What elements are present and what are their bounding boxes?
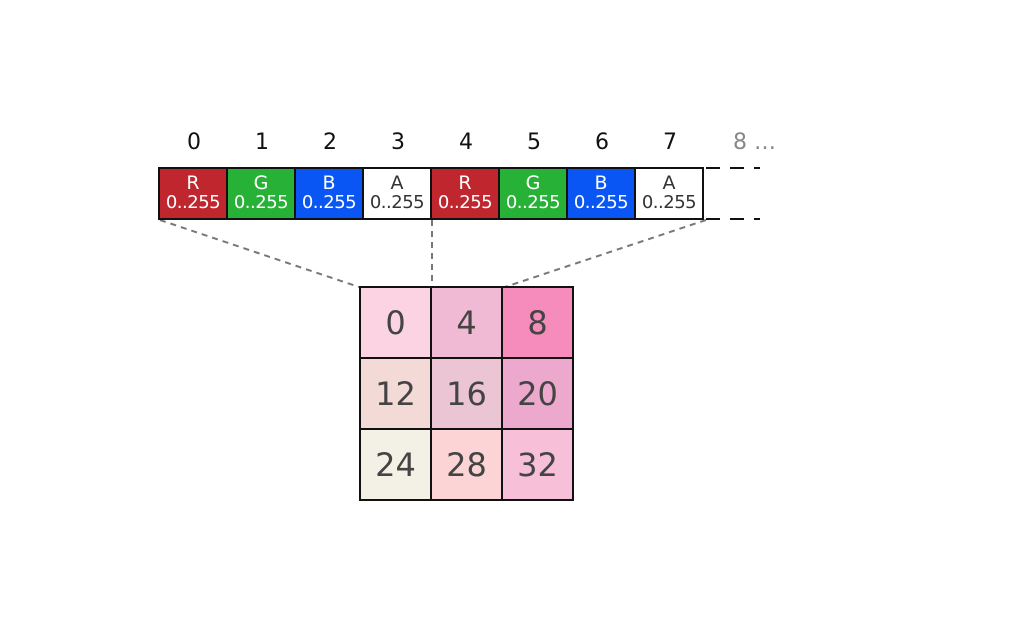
- connector-right: [504, 219, 707, 288]
- byte-index-4: 4: [459, 130, 473, 155]
- channel-label: R: [458, 172, 472, 195]
- byte-index-5: 5: [527, 130, 541, 155]
- pixel-cell-16: 16: [430, 357, 503, 430]
- channel-range: 0..255: [437, 192, 493, 214]
- channel-range: 0..255: [369, 192, 425, 214]
- channel-range: 0..255: [573, 192, 629, 214]
- pixel-cell-20: 20: [501, 357, 574, 430]
- channel-label: A: [390, 172, 404, 195]
- connector-left: [159, 219, 360, 288]
- channel-range: 0..255: [641, 192, 697, 214]
- byte-index-2: 2: [323, 130, 337, 155]
- byte-index-6: 6: [595, 130, 609, 155]
- pixel-cell-8: 8: [501, 286, 574, 359]
- pixel-cell-12: 12: [359, 357, 432, 430]
- pixel-cell-4: 4: [430, 286, 503, 359]
- byte-index-7: 7: [663, 130, 677, 155]
- channel-label: R: [186, 172, 200, 195]
- pixel-cell-32: 32: [501, 428, 574, 501]
- byte-index-more: 8 …: [733, 130, 776, 155]
- byte-index-0: 0: [187, 130, 201, 155]
- byte-index-1: 1: [255, 130, 269, 155]
- channel-range: 0..255: [165, 192, 221, 214]
- channel-range: 0..255: [505, 192, 561, 214]
- channel-range: 0..255: [233, 192, 289, 214]
- channel-label: B: [322, 172, 336, 195]
- pixel-cell-0: 0: [359, 286, 432, 359]
- channel-label: G: [253, 172, 269, 195]
- byte-index-3: 3: [391, 130, 405, 155]
- channel-label: B: [594, 172, 608, 195]
- channel-label: G: [525, 172, 541, 195]
- channel-range: 0..255: [301, 192, 357, 214]
- pixel-cell-24: 24: [359, 428, 432, 501]
- pixel-cell-28: 28: [430, 428, 503, 501]
- channel-label: A: [662, 172, 676, 195]
